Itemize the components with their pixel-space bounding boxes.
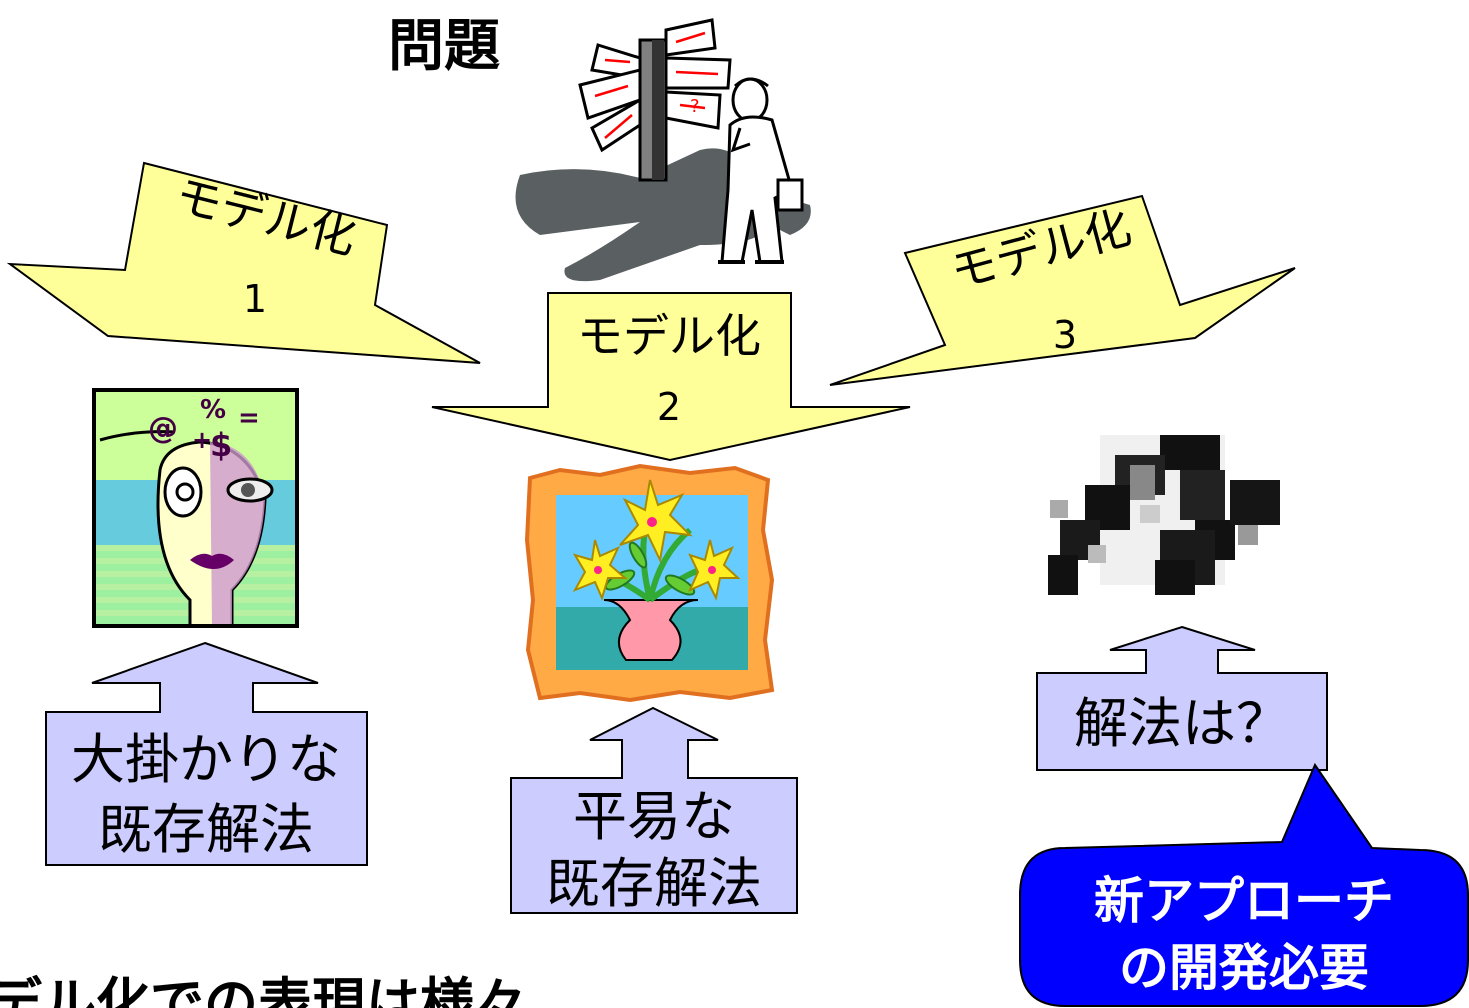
- new-approach-callout: 新アプローチ の開発必要: [1019, 762, 1469, 1007]
- pixelated-scribble-icon: [1048, 435, 1280, 595]
- problem-title: 問題: [388, 14, 500, 79]
- up-arrow-existing-simple-solution: 平易な 既存解法: [510, 706, 798, 915]
- woman-face-clipart-icon: @ % + $ =: [92, 388, 299, 628]
- symbol-percent: %: [200, 395, 226, 425]
- modeling-2-label: モデル化: [577, 309, 761, 363]
- symbol-plus: +: [192, 426, 212, 454]
- modeling-1-number: 1: [243, 277, 267, 321]
- callout-line2: の開発必要: [1119, 939, 1369, 997]
- modeling-arrow-2: モデル化 2: [431, 292, 911, 462]
- center-solution-line1: 平易な: [573, 785, 735, 848]
- question-mark: ?: [690, 96, 700, 117]
- flower-painting-clipart-icon: [524, 463, 775, 703]
- center-solution-line2: 既存解法: [546, 852, 762, 915]
- up-arrow-existing-complex-solution: 大掛かりな 既存解法: [45, 641, 368, 866]
- symbol-at: @: [148, 411, 178, 446]
- modeling-arrow-1: モデル化 1: [6, 161, 481, 364]
- up-arrow-unknown-solution: 解法は？: [1036, 625, 1328, 771]
- left-solution-line1: 大掛かりな: [71, 728, 341, 791]
- modeling-2-number: 2: [657, 385, 681, 429]
- symbol-dollar: $: [210, 426, 232, 464]
- left-solution-line2: 既存解法: [98, 798, 314, 861]
- footer-note: デル化での表現は様々: [0, 972, 528, 1008]
- symbol-equals: =: [238, 403, 260, 433]
- confused-person-signpost-icon: ?: [515, 18, 811, 282]
- callout-line1: 新アプローチ: [1094, 872, 1394, 930]
- right-solution-text: 解法は？: [1074, 692, 1290, 755]
- modeling-arrow-3: モデル化 3: [829, 194, 1296, 386]
- modeling-3-number: 3: [1053, 313, 1077, 357]
